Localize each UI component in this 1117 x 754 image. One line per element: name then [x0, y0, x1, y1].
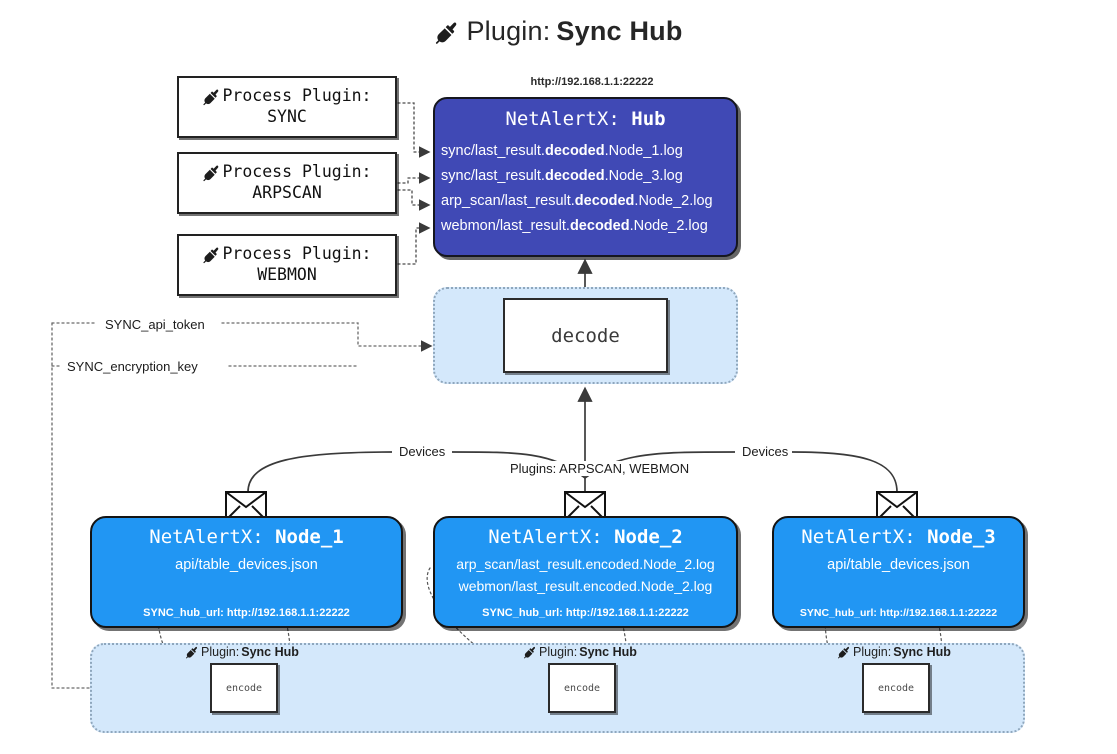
page-title-name: Sync Hub: [556, 16, 683, 46]
envelope-icon: [876, 491, 918, 521]
encode-caption-3: Plugin: Sync Hub: [837, 645, 951, 659]
encode-caption-1: Plugin: Sync Hub: [185, 645, 299, 659]
process-plugin-sync[interactable]: Process Plugin: SYNC: [177, 76, 397, 138]
encode-caption-prefix: Plugin:: [853, 645, 892, 659]
process-plugin-name: SYNC: [267, 107, 307, 126]
devices-label-left: Devices: [396, 444, 449, 459]
plugins-label-center: Plugins: ARPSCAN, WEBMON: [507, 461, 693, 476]
node-title-name: Node_2: [614, 526, 683, 548]
node-hub-url: SYNC_hub_url: http://192.168.1.1:22222: [482, 607, 689, 619]
sync-encryption-key-label: SYNC_encryption_key: [64, 359, 201, 374]
encode-box-2[interactable]: encode: [548, 663, 616, 713]
process-plugin-arpscan[interactable]: Process Plugin: ARPSCAN: [177, 152, 397, 214]
node-2[interactable]: NetAlertX: Node_2 arp_scan/last_result.e…: [433, 516, 738, 628]
hub-log-pre: sync/last_result.: [441, 143, 545, 159]
hub-log-post: .Node_3.log: [604, 167, 683, 184]
hub-url-label: http://192.168.1.1:22222: [530, 76, 654, 88]
plug-icon: [202, 163, 221, 182]
hub-log-post: .Node_1.log: [604, 143, 683, 159]
process-plugin-name: WEBMON: [257, 265, 317, 284]
encode-caption-name: Sync Hub: [893, 645, 951, 659]
hub-log-line: sync/last_result.decoded.Node_1.log: [435, 139, 736, 164]
process-plugin-label: Process Plugin:: [222, 244, 372, 264]
encode-box-1[interactable]: encode: [210, 663, 278, 713]
node-hub-url: SYNC_hub_url: http://192.168.1.1:22222: [799, 607, 998, 619]
encode-caption-name: Sync Hub: [241, 645, 299, 659]
plug-icon: [202, 87, 221, 106]
plug-icon: [434, 19, 460, 45]
encode-caption-prefix: Plugin:: [539, 645, 578, 659]
node-hub-url: SYNC_hub_url: http://192.168.1.1:22222: [143, 607, 350, 619]
process-plugin-webmon[interactable]: Process Plugin: WEBMON: [177, 234, 397, 296]
hub-log-pre: webmon/last_result.: [441, 217, 570, 234]
encode-caption-name: Sync Hub: [579, 645, 637, 659]
devices-label-right: Devices: [739, 444, 792, 459]
hub-title-prefix: NetAlertX:: [505, 108, 620, 130]
hub-log-line: arp_scan/last_result.decoded.Node_2.log: [435, 189, 736, 214]
node-title-prefix: NetAlertX:: [488, 526, 603, 548]
node-title-prefix: NetAlertX:: [801, 526, 916, 548]
page-title-prefix: Plugin:: [466, 16, 551, 46]
hub-log-mid: decoded: [569, 217, 630, 234]
node-resource-line: arp_scan/last_result.encoded.Node_2.log: [456, 556, 715, 572]
hub-log-mid: decoded: [544, 167, 605, 184]
process-plugin-label: Process Plugin:: [222, 162, 372, 182]
plug-icon: [837, 645, 851, 659]
node-title-name: Node_3: [927, 526, 996, 548]
node-title: NetAlertX: Node_3: [801, 526, 995, 548]
hub-log-post: .Node_2.log: [629, 217, 708, 234]
process-plugin-label: Process Plugin:: [222, 86, 372, 106]
hub-title: NetAlertX: Hub: [435, 108, 736, 130]
node-title-prefix: NetAlertX:: [149, 526, 264, 548]
encode-caption-prefix: Plugin:: [201, 645, 240, 659]
hub-log-pre: arp_scan/last_result.: [441, 192, 575, 209]
node-resource-line: api/table_devices.json: [175, 557, 318, 573]
plug-icon: [202, 245, 221, 264]
encode-caption-2: Plugin: Sync Hub: [523, 645, 637, 659]
hub-log-line: webmon/last_result.decoded.Node_2.log: [435, 214, 736, 239]
node-title-name: Node_1: [275, 526, 344, 548]
process-plugin-name: ARPSCAN: [252, 183, 322, 202]
hub-log-line: sync/last_result.decoded.Node_3.log: [435, 164, 736, 189]
page-title: Plugin: Sync Hub: [0, 16, 1117, 47]
hub-log-mid: decoded: [544, 143, 605, 159]
sync-api-token-label: SYNC_api_token: [102, 317, 208, 332]
node-3[interactable]: NetAlertX: Node_3 api/table_devices.json…: [772, 516, 1025, 628]
node-1[interactable]: NetAlertX: Node_1 api/table_devices.json…: [90, 516, 403, 628]
node-title: NetAlertX: Node_2: [488, 526, 682, 548]
hub-title-name: Hub: [631, 108, 666, 130]
envelope-icon: [564, 491, 606, 521]
decode-box[interactable]: decode: [503, 298, 668, 373]
node-resource-line: api/table_devices.json: [827, 557, 970, 573]
encode-box-3[interactable]: encode: [862, 663, 930, 713]
node-title: NetAlertX: Node_1: [149, 526, 343, 548]
envelope-icon: [225, 491, 267, 521]
hub-log-post: .Node_2.log: [634, 192, 713, 209]
node-resource-line: webmon/last_result.encoded.Node_2.log: [458, 577, 713, 594]
plug-icon: [523, 645, 537, 659]
hub-log-pre: sync/last_result.: [441, 167, 545, 184]
hub-log-mid: decoded: [574, 192, 635, 209]
plug-icon: [185, 645, 199, 659]
hub-node[interactable]: NetAlertX: Hub sync/last_result.decoded.…: [433, 97, 738, 257]
